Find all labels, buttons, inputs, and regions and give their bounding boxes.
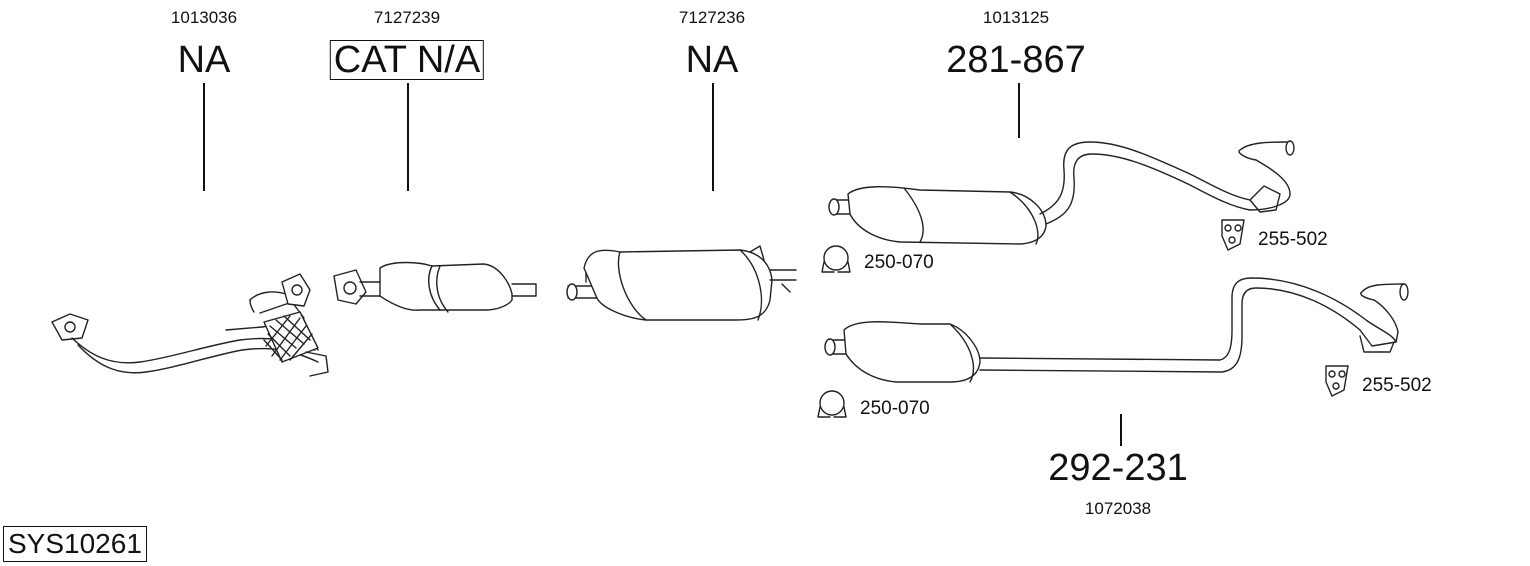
- part-ref-2: CAT N/A: [329, 40, 485, 80]
- leader-line-4: [1018, 83, 1020, 138]
- leader-line-2: [407, 83, 409, 191]
- clamp-icon-2: [817, 390, 847, 418]
- system-id-label: SYS10261: [3, 526, 147, 562]
- hanger-label-2: 255-502: [1362, 375, 1432, 396]
- part-ref-3: NA: [685, 39, 739, 81]
- part-ref-5: 292-231: [1048, 447, 1188, 489]
- clamp-label-2: 250-070: [860, 398, 930, 419]
- part-code-1: 1013036: [170, 8, 238, 27]
- part-code-5: 1072038: [1084, 499, 1152, 518]
- hanger-icon-1: [1221, 219, 1245, 251]
- front-pipe-drawing: [51, 273, 329, 377]
- clamp-label-1: 250-070: [864, 252, 934, 273]
- rear-silencer-upper-drawing: [828, 140, 1295, 245]
- part-code-3: 7127236: [678, 8, 746, 27]
- hanger-icon-2: [1325, 365, 1349, 397]
- clamp-icon-1: [821, 245, 851, 273]
- leader-line-3: [712, 83, 714, 191]
- part-code-4: 1013125: [982, 8, 1050, 27]
- leader-line-1: [203, 83, 205, 191]
- part-ref-4: 281-867: [946, 39, 1086, 81]
- part-code-2: 7127239: [373, 8, 441, 27]
- middle-silencer-drawing: [566, 245, 797, 321]
- rear-silencer-lower-drawing: [824, 277, 1409, 383]
- hanger-label-1: 255-502: [1258, 229, 1328, 250]
- catalytic-converter-drawing: [333, 261, 537, 313]
- leader-line-5: [1120, 414, 1122, 446]
- part-ref-1: NA: [177, 39, 231, 81]
